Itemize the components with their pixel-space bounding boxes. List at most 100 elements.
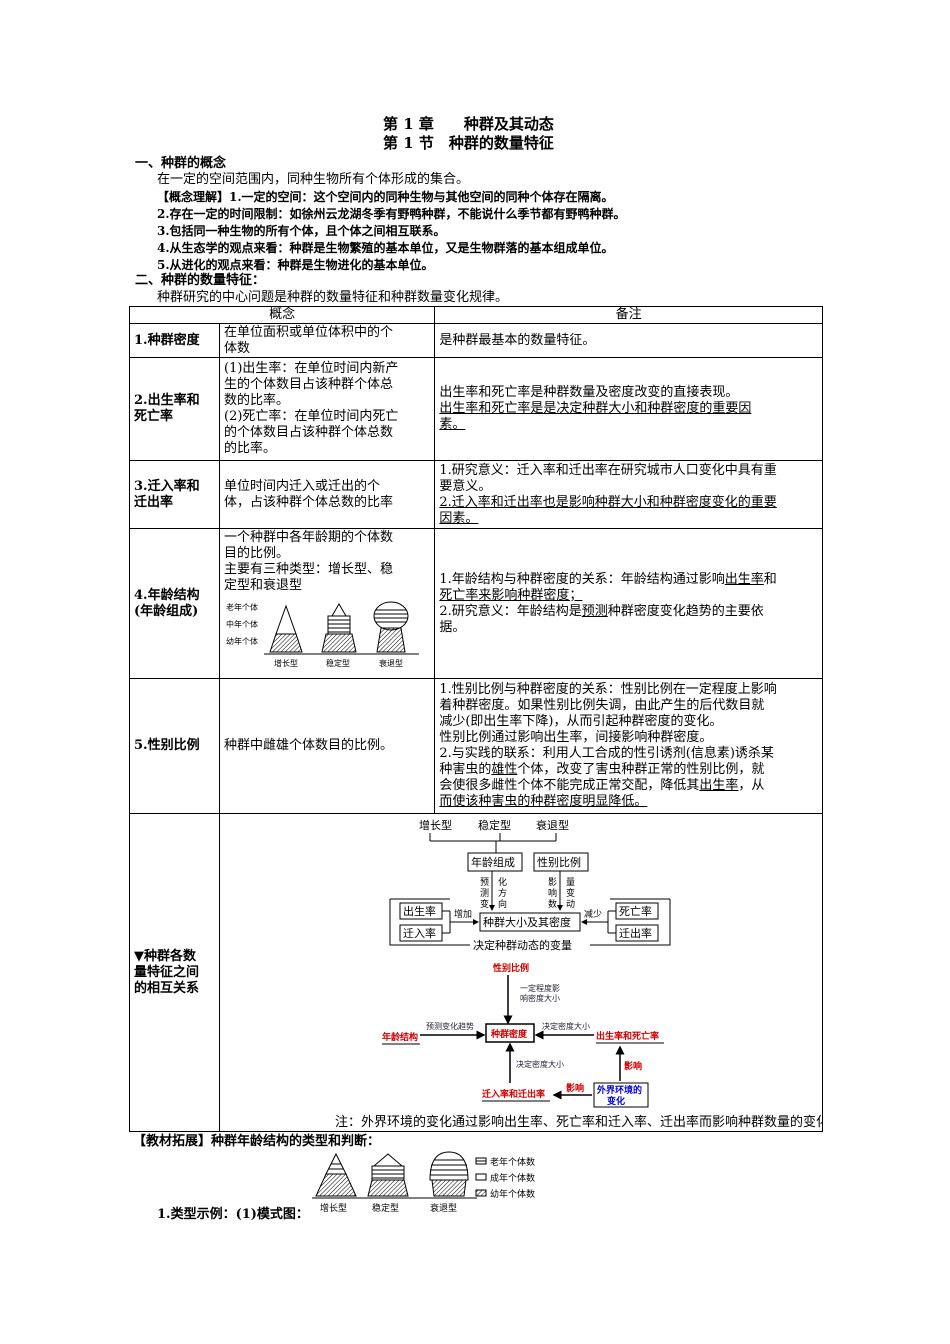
concept-note-4: 4.从生态学的观点来看：种群是生物繁殖的基本单位，又是生物群落的基本组成单位。 — [157, 241, 614, 255]
section-title: 第 1 节 种群的数量特征 — [383, 134, 554, 152]
svg-text:性别比例: 性别比例 — [537, 855, 581, 869]
table-header-row: 概念 备注 — [128, 306, 823, 324]
svg-text:出生率和死亡率: 出生率和死亡率 — [596, 1030, 659, 1042]
row-concept: 在单位面积或单位体积中的个体数 — [218, 323, 436, 358]
row-note: 1.年龄结构与种群密度的关系：年龄结构通过影响出生率和 死亡率来影响种群密度； … — [434, 528, 823, 679]
header-note: 备注 — [434, 306, 823, 324]
table-row: 3.迁入率和迁出率 单位时间内迁入或迁出的个体，占该种群个体总数的比率 1.研究… — [129, 460, 823, 529]
svg-text:衰退型: 衰退型 — [379, 658, 403, 668]
row-note: 1.研究意义：迁入率和迁出率在研究城市人口变化中具有重要意义。 2.迁入率和迁出… — [434, 460, 823, 529]
svg-text:变化: 变化 — [607, 1095, 625, 1107]
svg-text:一定程度影: 一定程度影 — [520, 983, 560, 993]
svg-text:成年个体数: 成年个体数 — [490, 1172, 535, 1184]
svg-text:响: 响 — [548, 887, 557, 899]
svg-text:决定种群动态的变量: 决定种群动态的变量 — [473, 938, 572, 952]
svg-text:稳定型: 稳定型 — [326, 658, 350, 668]
svg-text:增长型: 增长型 — [419, 818, 452, 832]
svg-text:增长型: 增长型 — [320, 1202, 347, 1214]
relationship-cell: 增长型 稳定型 衰退型 年龄组成 性别比例 预 — [219, 813, 823, 1132]
table-row: 1.种群密度 在单位面积或单位体积中的个体数 是种群最基本的数量特征。 — [129, 323, 823, 358]
row-name: ▼种群各数量特征之间的相互关系 — [129, 813, 220, 1132]
extension-pyramid-figure: 增长型 稳定型 衰退型 老年个体数 成年个体数 幼年个体数 — [312, 1151, 535, 1214]
row-name: 5.性别比例 — [129, 678, 220, 814]
age-pyramid-figure: 老年个体 中年个体 幼年个体 — [226, 601, 419, 668]
row-concept: 一个种群中各年龄期的个体数目的比例。 主要有三种类型：增长型、稳定型和衰退型 老… — [218, 528, 436, 679]
svg-text:测: 测 — [480, 888, 489, 899]
svg-text:中年个体: 中年个体 — [226, 619, 258, 629]
growth-pyramid — [275, 604, 297, 635]
svg-text:减少: 减少 — [584, 908, 602, 920]
svg-text:外界环境的: 外界环境的 — [596, 1084, 642, 1096]
row-note: 1.性别比例与种群密度的关系：性别比例在一定程度上影响着种群密度。如果性别比例失… — [434, 678, 823, 814]
diagram-density-relations: 性别比例 一定程度影 响密度大小 年龄结构 预测变化趋势 种群密度 决定密度大小… — [382, 962, 664, 1107]
svg-text:化: 化 — [498, 876, 507, 888]
part2-intro: 种群研究的中心问题是种群的数量特征和种群数量变化规律。 — [157, 290, 509, 305]
svg-text:决定密度大小: 决定密度大小 — [516, 1059, 564, 1069]
svg-text:种群密度: 种群密度 — [490, 1028, 528, 1040]
svg-text:方: 方 — [498, 887, 507, 899]
svg-text:影: 影 — [548, 877, 557, 888]
table-row: 4.年龄结构(年龄组成) 一个种群中各年龄期的个体数目的比例。 主要有三种类型：… — [129, 528, 823, 679]
decline-pyramid — [373, 601, 409, 631]
concept-note-2: 2.存在一定的时间限制：如徐州云龙湖冬季有野鸭种群，不能说什么季节都有野鸭种群。 — [157, 207, 626, 221]
svg-text:幼年个体: 幼年个体 — [226, 636, 258, 646]
svg-text:变: 变 — [480, 898, 489, 910]
concept-note-1: 【概念理解】1.一定的空间：这个空间内的同种生物与其他空间的同种个体存在隔离。 — [157, 190, 614, 204]
svg-text:性别比例: 性别比例 — [493, 962, 529, 974]
extension-example: 1.类型示例：(1)模式图： — [157, 1207, 309, 1222]
row-concept: (1)出生率：在单位时间内新产生的个体数目占该种群个体总数的比率。 (2)死亡率… — [218, 357, 436, 461]
svg-text:幼年个体数: 幼年个体数 — [490, 1188, 535, 1200]
relationship-footnote: 注：外界环境的变化通过影响出生率、死亡率和迁入率、迁出率而影响种群数量的变化。 — [335, 1114, 822, 1130]
row-concept: 单位时间内迁入或迁出的个体，占该种群个体总数的比率 — [218, 460, 436, 529]
row-name: 4.年龄结构(年龄组成) — [129, 528, 220, 679]
svg-text:老年个体数: 老年个体数 — [490, 1156, 535, 1168]
svg-text:预测变化趋势: 预测变化趋势 — [426, 1021, 474, 1031]
stable-pyramid — [331, 603, 347, 617]
diagram-quantity-flow: 增长型 稳定型 衰退型 年龄组成 性别比例 预 — [389, 818, 671, 952]
row-name: 2.出生率和死亡率 — [129, 357, 220, 461]
svg-text:迁出率: 迁出率 — [619, 926, 652, 940]
svg-text:增长型: 增长型 — [274, 658, 298, 668]
svg-text:响密度大小: 响密度大小 — [520, 993, 560, 1003]
header-concept: 概念 — [128, 306, 436, 324]
svg-text:出生率: 出生率 — [403, 904, 436, 918]
svg-text:稳定型: 稳定型 — [372, 1202, 399, 1214]
svg-text:迁入率和迁出率: 迁入率和迁出率 — [482, 1088, 545, 1100]
part2-heading: 二、种群的数量特征： — [135, 273, 266, 288]
row-note: 出生率和死亡率是种群数量及密度改变的直接表现。 出生率和死亡率是是决定种群大小和… — [434, 357, 823, 461]
table-row: 5.性别比例 种群中雌雄个体数目的比例。 1.性别比例与种群密度的关系：性别比例… — [129, 678, 823, 814]
chapter-title: 第 1 章 种群及其动态 — [383, 115, 554, 133]
svg-text:老年个体: 老年个体 — [226, 602, 258, 612]
svg-text:量: 量 — [566, 877, 575, 888]
svg-text:迁入率: 迁入率 — [403, 926, 436, 940]
concept-note-5: 5.从进化的观点来看：种群是生物进化的基本单位。 — [157, 258, 434, 272]
concept-note-3: 3.包括同一种生物的所有个体，且个体之间相互联系。 — [157, 224, 446, 238]
svg-text:死亡率: 死亡率 — [619, 904, 652, 918]
svg-text:衰退型: 衰退型 — [536, 818, 569, 832]
row-name: 3.迁入率和迁出率 — [129, 460, 220, 529]
extension-heading: 【教材拓展】种群年龄结构的类型和判断： — [133, 1134, 381, 1149]
svg-text:增加: 增加 — [454, 908, 472, 920]
table-row: ▼种群各数量特征之间的相互关系 增长型 稳定型 衰退型 — [129, 813, 823, 1132]
svg-text:种群大小及其密度: 种群大小及其密度 — [483, 915, 571, 929]
svg-text:预: 预 — [480, 877, 489, 888]
svg-text:衰退型: 衰退型 — [430, 1202, 457, 1214]
table-row: 2.出生率和死亡率 (1)出生率：在单位时间内新产生的个体数目占该种群个体总数的… — [129, 357, 823, 461]
population-definition: 在一定的空间范围内，同种生物所有个体形成的集合。 — [157, 172, 470, 187]
svg-text:影响: 影响 — [566, 1082, 584, 1094]
svg-text:数: 数 — [548, 898, 557, 910]
svg-text:影响: 影响 — [624, 1060, 642, 1072]
part1-heading: 一、种群的概念 — [135, 156, 227, 171]
row-note: 是种群最基本的数量特征。 — [434, 323, 823, 358]
svg-text:稳定型: 稳定型 — [478, 818, 511, 832]
relationship-diagrams: 增长型 稳定型 衰退型 年龄组成 性别比例 预 — [335, 818, 822, 1130]
svg-text:动: 动 — [566, 899, 575, 910]
svg-text:决定密度大小: 决定密度大小 — [542, 1021, 590, 1031]
svg-text:年龄结构: 年龄结构 — [382, 1031, 418, 1043]
quantity-features-table: 概念 备注 1.种群密度 在单位面积或单位体积中的个体数 是种群最基本的数量特征… — [128, 306, 823, 1132]
svg-text:变: 变 — [566, 887, 575, 899]
row-concept: 种群中雌雄个体数目的比例。 — [218, 678, 436, 814]
svg-text:向: 向 — [498, 898, 507, 910]
svg-text:年龄组成: 年龄组成 — [471, 855, 515, 869]
